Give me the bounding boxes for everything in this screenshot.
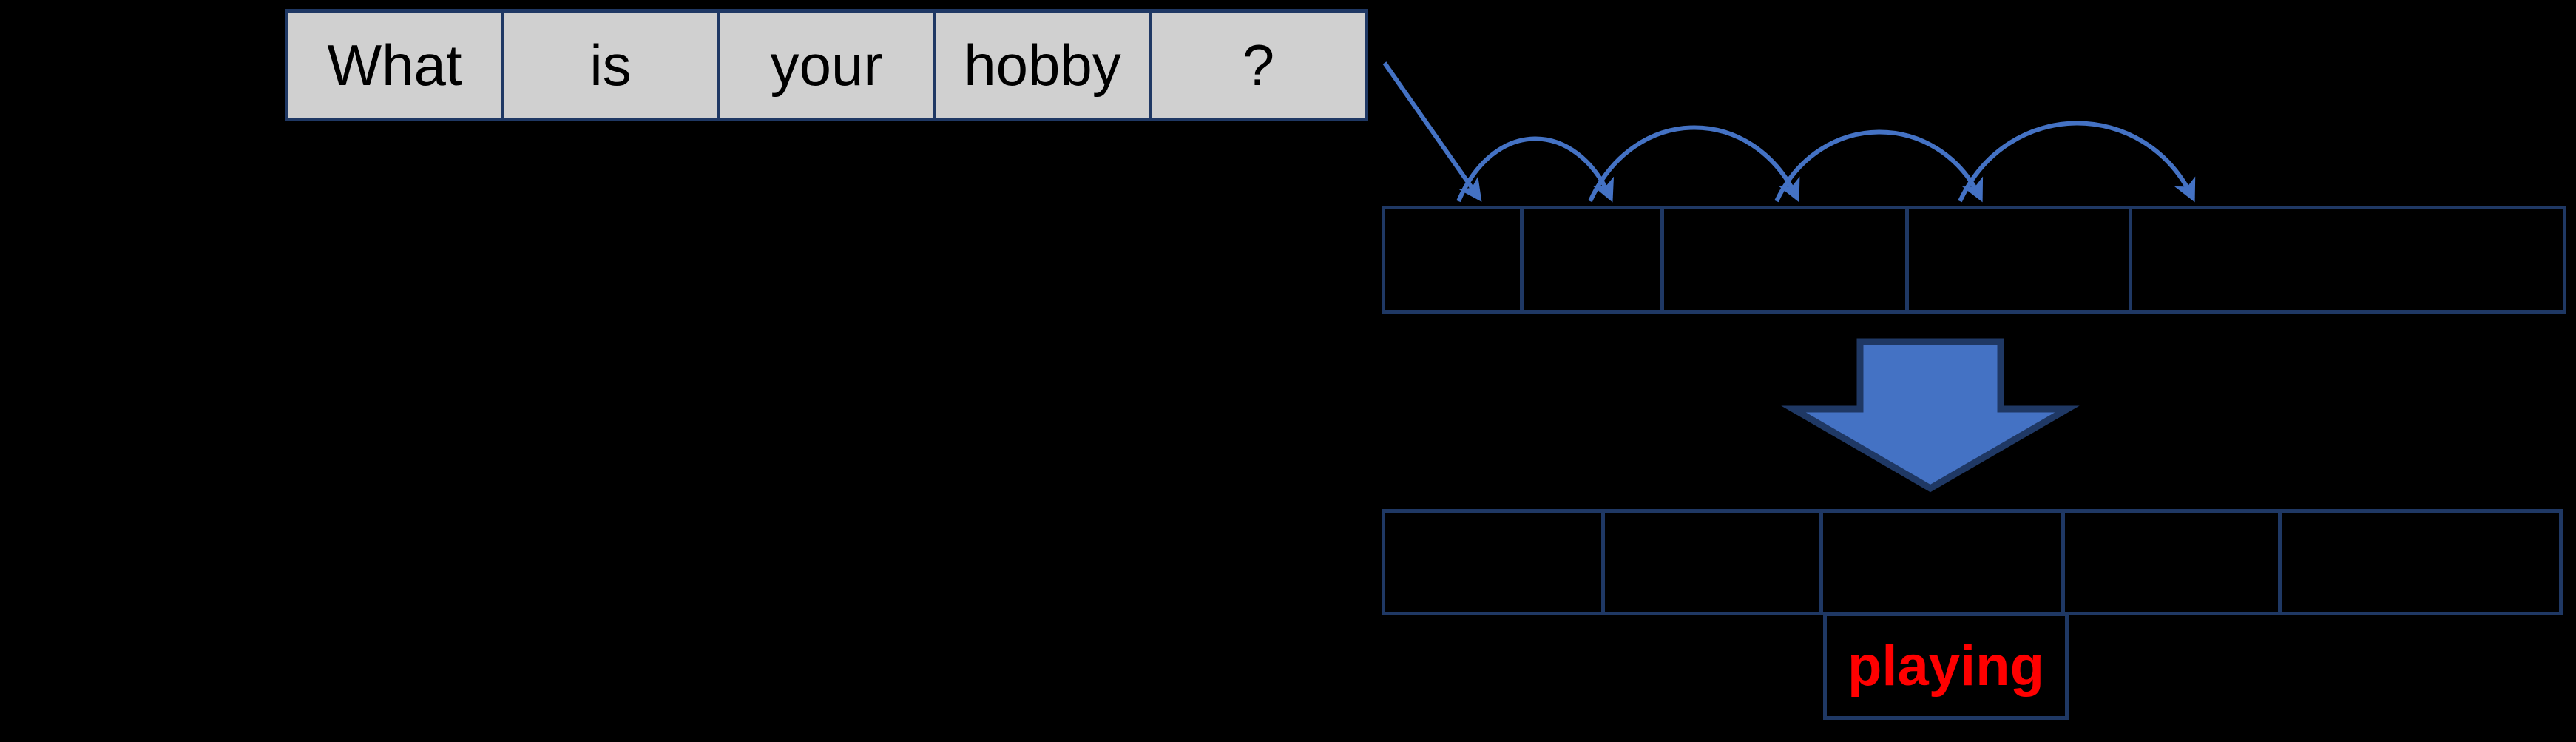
- decoder-state-cell[interactable]: [1382, 509, 1605, 615]
- encoder-states-row: [1382, 206, 2566, 314]
- encoder-to-decoder-block-arrow: [1781, 338, 2080, 493]
- decoder-state-cell[interactable]: [1601, 509, 1823, 615]
- decoder-state-cell[interactable]: [2061, 509, 2282, 615]
- recurrent-hop-arrow-3: [1774, 129, 1984, 203]
- encoder-state-cell[interactable]: [1382, 206, 1524, 314]
- input-sentence-row: What is your hobby ?: [285, 9, 1368, 121]
- predicted-token-cell[interactable]: playing: [1823, 613, 2069, 720]
- sentence-to-encoder-arrow: [1382, 61, 1482, 202]
- decoder-states-row: [1382, 509, 2563, 615]
- decoder-state-cell[interactable]: [2278, 509, 2563, 615]
- input-token-cell[interactable]: hobby: [933, 9, 1152, 121]
- encoder-state-cell[interactable]: [1520, 206, 1664, 314]
- encoder-state-cell[interactable]: [2129, 206, 2566, 314]
- decoder-state-cell[interactable]: [1819, 509, 2065, 615]
- input-token-cell[interactable]: What: [285, 9, 504, 121]
- predicted-token-label: playing: [1847, 634, 2045, 698]
- input-token-cell[interactable]: your: [717, 9, 936, 121]
- input-token-cell[interactable]: ?: [1149, 9, 1368, 121]
- recurrent-hop-arrow-1: [1456, 136, 1614, 203]
- encoder-state-cell[interactable]: [1660, 206, 1909, 314]
- recurrent-hop-arrow-2: [1588, 125, 1800, 203]
- input-token-cell[interactable]: is: [501, 9, 720, 121]
- encoder-state-cell[interactable]: [1905, 206, 2132, 314]
- recurrent-hop-arrow-4: [1958, 121, 2196, 203]
